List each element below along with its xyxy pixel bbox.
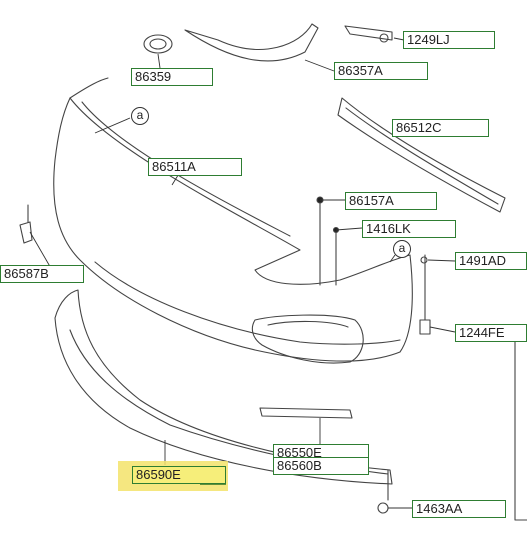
part-label-86587b[interactable]: 86587B xyxy=(0,265,84,283)
callout-a-lower: a xyxy=(393,240,411,258)
part-label-86590e[interactable]: 86590E xyxy=(132,466,226,484)
bottom-bolt xyxy=(377,502,389,514)
part-label-86512c[interactable]: 86512C xyxy=(392,119,489,137)
part-label-1244fe[interactable]: 1244FE xyxy=(455,324,527,342)
side-bracket xyxy=(259,407,353,419)
part-label-86511a[interactable]: 86511A xyxy=(148,158,242,176)
part-label-86357a[interactable]: 86357A xyxy=(334,62,428,80)
part-label-1463aa[interactable]: 1463AA xyxy=(412,500,506,518)
part-label-1249lj[interactable]: 1249LJ xyxy=(403,31,495,49)
part-label-86560b[interactable]: 86560B xyxy=(273,457,369,475)
upper-beam xyxy=(337,97,506,213)
emblem xyxy=(143,34,173,54)
callout-a-upper: a xyxy=(131,107,149,125)
bumper-cover xyxy=(53,97,413,362)
part-label-1491ad[interactable]: 1491AD xyxy=(455,252,527,270)
part-label-86359[interactable]: 86359 xyxy=(131,68,213,86)
part-label-1416lk[interactable]: 1416LK xyxy=(362,220,456,238)
part-label-86157a[interactable]: 86157A xyxy=(345,192,437,210)
upper-grille-trim xyxy=(184,23,319,62)
fog-lamp-recess xyxy=(251,314,364,364)
